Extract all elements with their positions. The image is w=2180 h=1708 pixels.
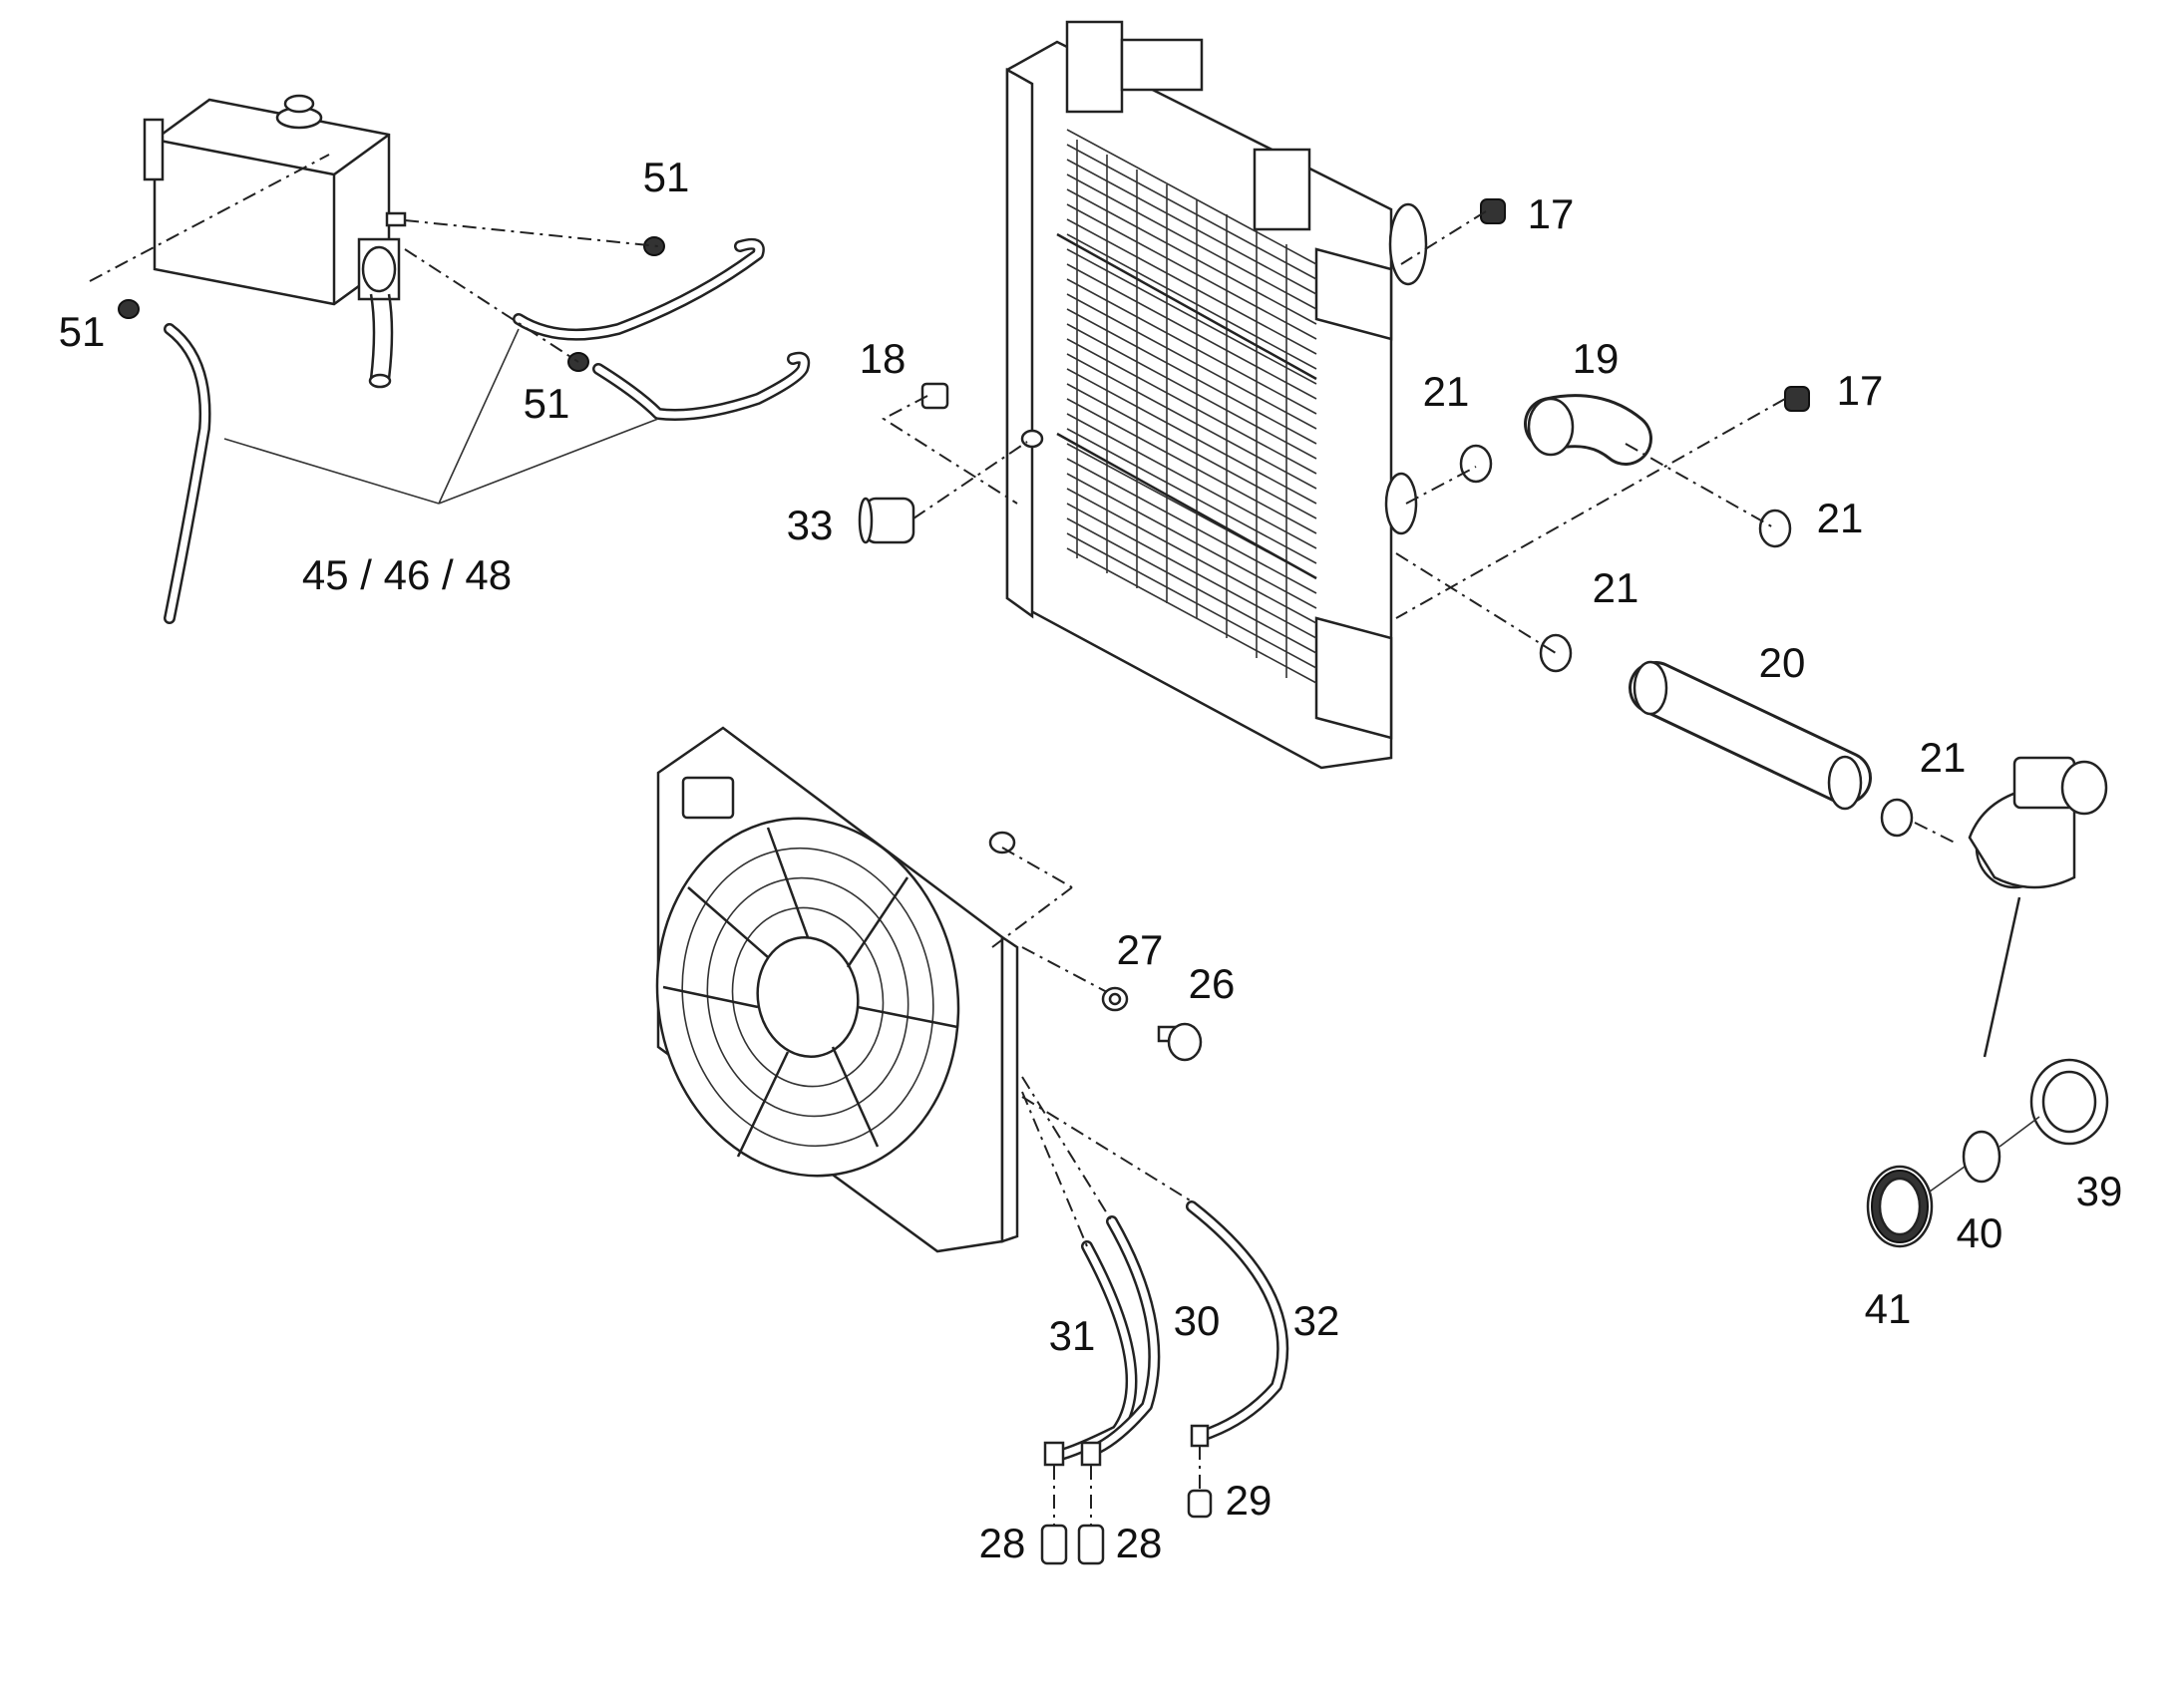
callout-41: 41	[1864, 1285, 1912, 1332]
callout-29: 29	[1225, 1477, 1272, 1524]
callout-33: 33	[786, 502, 834, 548]
callout-19: 19	[1572, 335, 1620, 382]
fittings-top	[858, 198, 1810, 619]
callout-21: 21	[1592, 564, 1639, 611]
tank-hoses	[89, 154, 811, 624]
coolant-hoses	[1395, 394, 1956, 844]
callout-20: 20	[1758, 639, 1806, 686]
oil-lines	[1021, 1076, 1289, 1565]
callout-28: 28	[1115, 1520, 1163, 1566]
radiator-assembly	[1005, 20, 1428, 770]
clamp-seal-group	[1866, 1058, 2109, 1248]
radiator-fins	[1066, 129, 1317, 684]
callout-40: 40	[1956, 1209, 2003, 1256]
callout-51: 51	[58, 308, 106, 355]
callout-26: 26	[1188, 960, 1236, 1007]
callout-31: 31	[1048, 1312, 1096, 1359]
callout-21: 21	[1919, 734, 1967, 781]
thermostat-housing	[1968, 756, 2108, 1058]
callout-32: 32	[1292, 1297, 1340, 1344]
callout-39: 39	[2075, 1168, 2123, 1214]
callout-51: 51	[642, 154, 690, 200]
bolt-washer	[1021, 946, 1203, 1062]
callout-21: 21	[1816, 495, 1864, 541]
callout-21: 21	[1422, 368, 1470, 415]
callout-18: 18	[859, 335, 907, 382]
callout-30: 30	[1173, 1297, 1221, 1344]
callout-17: 17	[1836, 367, 1884, 414]
callout-28: 28	[978, 1520, 1026, 1566]
callout-45-46-48: 45 / 46 / 48	[301, 551, 513, 598]
callout-51: 51	[523, 380, 570, 427]
expansion-tank	[143, 94, 407, 389]
callout-27: 27	[1116, 926, 1164, 973]
fan-shroud	[655, 726, 1073, 1253]
callout-17: 17	[1527, 190, 1575, 237]
